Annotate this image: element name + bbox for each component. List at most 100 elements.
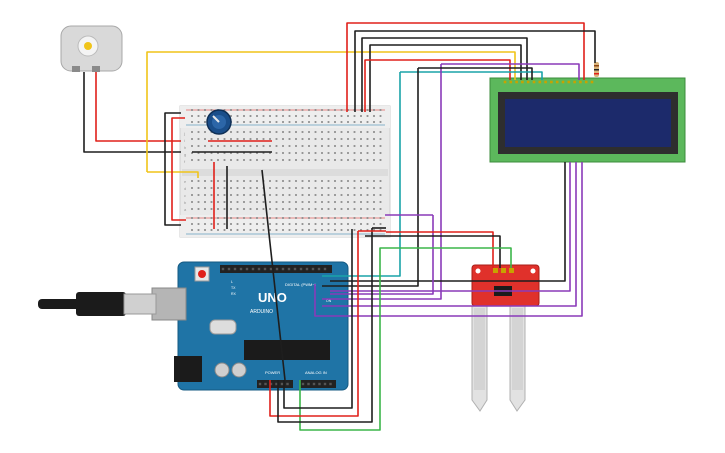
arduino-pin: [221, 267, 225, 271]
breadboard-hole: [236, 180, 239, 182]
arduino-pin: [299, 267, 303, 271]
breadboard-hole: [275, 201, 278, 203]
breadboard-hole: [197, 152, 200, 154]
breadboard-hole: [191, 180, 193, 182]
breadboard-hole: [347, 201, 349, 203]
breadboard-hole: [334, 115, 336, 117]
breadboard-hole: [327, 194, 330, 196]
breadboard-hole: [262, 223, 265, 225]
breadboard-hole: [301, 223, 304, 225]
breadboard-hole: [373, 187, 375, 189]
arduino-pin: [263, 267, 267, 271]
breadboard-hole: [321, 109, 323, 111]
breadboard-hole: [236, 208, 239, 210]
breadboard-hole: [308, 217, 310, 219]
breadboard-hole: [210, 138, 213, 140]
breadboard-hole: [327, 223, 330, 225]
breadboard-hole: [366, 145, 369, 147]
potentiometer-icon[interactable]: [206, 109, 232, 135]
breadboard-hole: [340, 187, 343, 189]
breadboard-hole: [230, 159, 232, 161]
wire-purple-d: [314, 162, 583, 317]
breadboard-hole: [197, 187, 200, 189]
wire-purple-a-top: [441, 63, 580, 80]
breadboard-holes: [191, 109, 382, 231]
breadboard-hole: [321, 208, 323, 210]
breadboard-hole: [275, 145, 278, 147]
breadboard-hole: [340, 208, 343, 210]
breadboard-hole: [340, 201, 343, 203]
breadboard-hole: [327, 131, 330, 133]
breadboard-hole: [353, 159, 356, 161]
breadboard-hole: [334, 159, 336, 161]
breadboard-hole: [308, 121, 310, 123]
breadboard-hole: [321, 217, 323, 219]
breadboard-hole: [379, 159, 382, 161]
breadboard-hole: [256, 194, 258, 196]
arduino-pin: [280, 382, 284, 386]
breadboard-hole: [353, 208, 356, 210]
breadboard-hole: [256, 208, 258, 210]
breadboard-hole: [301, 138, 304, 140]
breadboard-hole: [262, 121, 265, 123]
breadboard-hole: [334, 109, 336, 111]
svg-text:b: b: [184, 200, 187, 205]
breadboard-hole: [243, 229, 245, 231]
breadboard-hole: [308, 138, 310, 140]
breadboard-hole: [256, 145, 258, 147]
breadboard-hole: [223, 223, 226, 225]
breadboard-hole: [256, 138, 258, 140]
breadboard-hole: [236, 217, 239, 219]
breadboard-hole: [321, 223, 323, 225]
breadboard-hole: [282, 194, 284, 196]
breadboard-hole: [360, 159, 362, 161]
svg-text:h: h: [184, 145, 186, 150]
breadboard-hole: [262, 138, 265, 140]
breadboard-hole: [223, 159, 226, 161]
breadboard-hole: [379, 138, 382, 140]
breadboard-hole: [334, 201, 336, 203]
breadboard-hole: [243, 187, 245, 189]
breadboard-hole: [243, 131, 245, 133]
arduino-brand-label: ARDUINO: [250, 309, 273, 315]
breadboard-hole: [230, 152, 232, 154]
breadboard-hole: [301, 217, 304, 219]
dc-motor-icon[interactable]: [60, 25, 123, 72]
breadboard-hole: [360, 180, 362, 182]
breadboard-hole: [334, 187, 336, 189]
arduino-pin: [323, 382, 327, 386]
breadboard-hole: [373, 223, 375, 225]
lcd-pin: [579, 80, 582, 84]
breadboard-hole: [262, 145, 265, 147]
breadboard-hole: [308, 180, 310, 182]
breadboard-hole: [314, 152, 317, 154]
arduino-tx-label: TX: [231, 286, 236, 290]
breadboard-hole: [321, 138, 323, 140]
breadboard-hole: [223, 187, 226, 189]
breadboard-hole: [347, 109, 349, 111]
breadboard-hole: [327, 187, 330, 189]
breadboard-hole: [295, 187, 297, 189]
breadboard-hole: [373, 229, 375, 231]
breadboard-hole: [262, 201, 265, 203]
wire-yellow: [146, 51, 516, 172]
breadboard-hole: [223, 180, 226, 182]
breadboard-hole: [288, 109, 291, 111]
breadboard-hole: [249, 194, 252, 196]
breadboard-hole: [217, 138, 219, 140]
breadboard-hole: [340, 109, 343, 111]
arduino-pin: [251, 267, 255, 271]
breadboard-hole: [366, 159, 369, 161]
lcd-pin: [590, 80, 594, 84]
breadboard-hole: [197, 208, 200, 210]
breadboard-hole: [347, 180, 349, 182]
breadboard-hole: [197, 223, 200, 225]
breadboard-hole: [314, 159, 317, 161]
breadboard-hole: [230, 187, 232, 189]
breadboard-hole: [366, 131, 369, 133]
breadboard-hole: [321, 121, 323, 123]
breadboard-hole: [373, 152, 375, 154]
breadboard-hole: [249, 109, 252, 111]
breadboard-hole: [353, 201, 356, 203]
breadboard-hole: [373, 194, 375, 196]
